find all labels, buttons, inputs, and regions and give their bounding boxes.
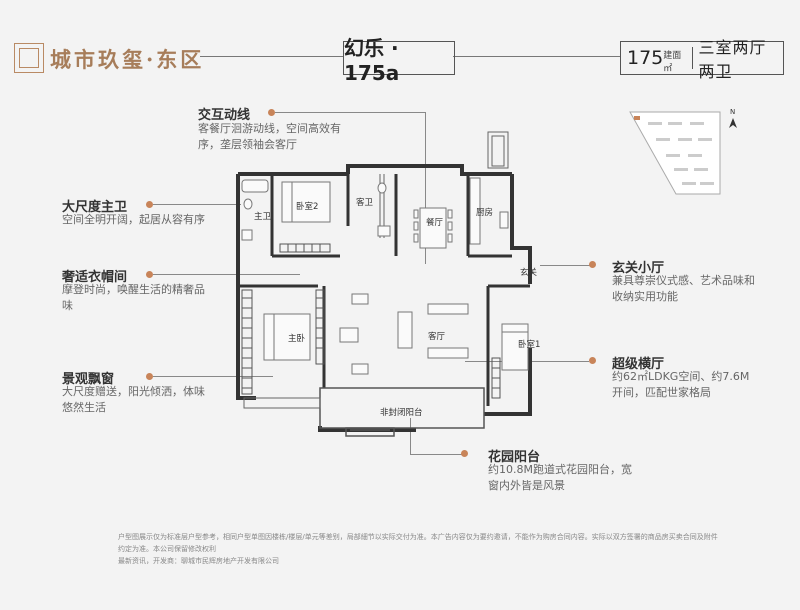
layout-description: 三室两厅两卫: [698, 38, 767, 81]
area-unit: 建面㎡: [663, 51, 682, 74]
annotation-title-wardrobe: 奢适衣帽间: [62, 270, 128, 285]
room-label-bedroom1: 卧室1: [518, 340, 541, 350]
title-rule-left: [200, 56, 343, 57]
annotation-desc-foyer: 兼具尊崇仪式感、艺术品味和收纳实用功能: [612, 274, 755, 303]
disclaimer: 户型图展示仅为标准层户型参考，相同户型单图因楼栋/楼层/单元等差别，局部細节以实…: [118, 533, 718, 565]
annotation-title-foyer: 玄关小厅: [612, 261, 665, 276]
area-divider: [691, 47, 693, 69]
unit-name: 幻乐 · 175a: [344, 35, 400, 85]
annotation-title-balcony: 花园阳台: [488, 450, 541, 465]
annotation-desc-interaction: 客餐厅洄游动线，空间高效有序，垄层领袖会客厅: [198, 122, 341, 151]
leader-line: [153, 204, 241, 205]
room-label-foyer: 玄关: [520, 268, 538, 278]
leader-line: [153, 274, 300, 275]
floor-plan-walls: [236, 131, 532, 437]
annotation-title-bay-window: 景观飘窗: [62, 372, 115, 387]
title-rule-right: [453, 56, 620, 57]
room-label-dining: 餐厅: [426, 218, 444, 228]
compass-arrow-icon: [729, 118, 737, 128]
compass-north: N: [730, 108, 735, 116]
floor-plan: 主卫 卧室2 客卫 餐厅 厨房 玄关 主卧 客厅 卧室1 非封闭阳台: [230, 126, 550, 442]
annotation-dot-icon: [589, 357, 596, 364]
leader-line-vertical: [410, 418, 411, 454]
annotation-dot-icon: [146, 201, 153, 208]
brand-logo-text: 城市玖玺·东区: [50, 47, 205, 72]
annotation-title-living: 超级横厅: [612, 357, 665, 372]
annotation-dot-icon: [268, 109, 275, 116]
leader-line: [153, 376, 273, 377]
annotation-desc-wardrobe: 摩登时尚，唤醒生活的精奢品味: [62, 283, 205, 312]
room-label-kitchen: 厨房: [476, 208, 494, 218]
annotation-title-interaction: 交互动线: [198, 108, 251, 123]
annotation-dot-icon: [146, 271, 153, 278]
area-value: 175: [627, 47, 664, 69]
annotation-desc-balcony: 约10.8M跑道式花园阳台，宽窗内外皆是风景: [488, 463, 632, 492]
annotation-title-master-bath: 大尺度主卫: [62, 200, 128, 215]
annotation-dot-icon: [461, 450, 468, 457]
leader-line: [275, 112, 425, 113]
room-label-guest-bath: 客卫: [356, 198, 374, 208]
area-box: 175 建面㎡ 三室两厅两卫: [620, 38, 784, 81]
unit-name-box: 幻乐 · 175a: [343, 36, 455, 85]
room-label-balcony: 非封闭阳台: [380, 408, 423, 418]
annotation-dot-icon: [146, 373, 153, 380]
annotation-desc-bay-window: 大尺度赠送，阳光倾洒，体味悠然生活: [62, 385, 205, 414]
room-label-master-bath: 主卫: [254, 212, 272, 222]
leader-line: [540, 265, 590, 266]
site-map: N: [629, 108, 737, 195]
logo-mark: [14, 43, 44, 73]
room-label-bedroom2: 卧室2: [296, 202, 319, 212]
leader-line-vertical: [425, 112, 426, 264]
room-label-master-bed: 主卧: [288, 334, 306, 344]
leader-line: [410, 454, 462, 455]
annotation-desc-master-bath: 空间全明开阔，起居从容有序: [62, 213, 205, 226]
annotation-dot-icon: [589, 261, 596, 268]
room-label-living: 客厅: [428, 332, 446, 342]
